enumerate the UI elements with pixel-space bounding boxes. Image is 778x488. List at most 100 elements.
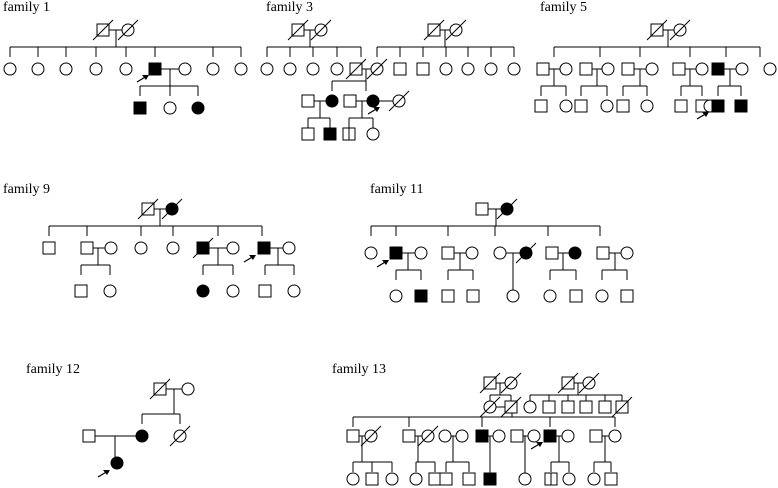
male-symbol: [365, 472, 379, 486]
affected-female-symbol: [191, 101, 205, 115]
family-12-label: family 12: [26, 362, 81, 377]
male-symbol: [393, 62, 407, 76]
male-symbol: [441, 246, 455, 260]
female-symbol: [364, 246, 378, 260]
affected-male-symbol: [323, 127, 337, 141]
affected-male-symbol: [711, 99, 725, 113]
female-symbol: [306, 62, 320, 76]
female-symbol: [455, 429, 469, 443]
proband-arrowhead: [142, 75, 149, 80]
male-symbol: [42, 241, 56, 255]
deceased-slash: [445, 19, 467, 41]
affected-female-symbol: [135, 429, 149, 443]
proband-arrowhead: [702, 112, 709, 117]
deceased-slash: [646, 19, 668, 41]
male-symbol: [579, 62, 593, 76]
female-symbol: [507, 62, 521, 76]
proband-arrowhead: [382, 260, 389, 265]
male-symbol: [545, 246, 559, 260]
affected-male-symbol: [475, 429, 489, 443]
female-symbol: [695, 62, 709, 76]
female-symbol: [234, 62, 248, 76]
female-symbol: [283, 62, 297, 76]
female-symbol: [3, 62, 17, 76]
deceased-slash: [557, 372, 579, 394]
female-symbol: [465, 246, 479, 260]
male-symbol: [441, 289, 455, 303]
deceased-slash: [496, 198, 518, 220]
deceased-slash: [423, 19, 445, 41]
female-symbol: [31, 62, 45, 76]
male-symbol: [82, 429, 96, 443]
family-13-label: family 13: [332, 362, 387, 377]
male-symbol: [561, 400, 575, 414]
male-symbol: [416, 62, 430, 76]
female-symbol: [562, 472, 576, 486]
female-symbol: [608, 429, 622, 443]
female-symbol: [492, 429, 506, 443]
male-symbol: [596, 246, 610, 260]
female-symbol: [438, 429, 452, 443]
male-symbol: [74, 284, 88, 298]
male-symbol: [598, 400, 612, 414]
deceased-slash: [500, 396, 522, 418]
female-symbol: [595, 289, 609, 303]
proband-arrowhead: [373, 107, 380, 112]
female-symbol: [484, 62, 498, 76]
female-symbol: [366, 127, 380, 141]
female-symbol: [620, 246, 634, 260]
male-symbol: [621, 62, 635, 76]
female-symbol: [59, 62, 73, 76]
female-symbol: [439, 62, 453, 76]
male-symbol: [579, 400, 593, 414]
deceased-slash: [360, 425, 382, 447]
female-symbol: [178, 62, 192, 76]
deceased-slash: [310, 19, 332, 41]
male-symbol: [674, 99, 688, 113]
affected-male-symbol: [133, 101, 147, 115]
female-symbol: [640, 99, 654, 113]
female-symbol: [409, 472, 423, 486]
male-symbol: [589, 429, 603, 443]
male-symbol: [343, 94, 357, 108]
family-9-label: family 9: [3, 182, 51, 197]
female-symbol: [282, 241, 296, 255]
affected-female-symbol: [325, 94, 339, 108]
female-symbol: [104, 241, 118, 255]
female-symbol: [763, 62, 777, 76]
female-symbol: [559, 99, 573, 113]
family-11-label: family 11: [370, 182, 424, 197]
male-symbol: [534, 99, 548, 113]
affected-female-symbol: [196, 284, 210, 298]
male-symbol: [475, 202, 489, 216]
female-symbol: [163, 101, 177, 115]
affected-female-symbol: [366, 94, 380, 108]
female-symbol: [461, 62, 475, 76]
female-symbol: [561, 429, 575, 443]
female-symbol: [523, 400, 537, 414]
male-symbol: [258, 284, 272, 298]
deceased-slash: [92, 19, 114, 41]
deceased-slash: [500, 372, 522, 394]
female-symbol: [506, 289, 520, 303]
affected-male-symbol: [543, 429, 557, 443]
deceased-slash: [137, 198, 159, 220]
male-symbol: [346, 429, 360, 443]
deceased-slash: [345, 58, 367, 80]
deceased-slash: [417, 425, 439, 447]
female-symbol: [559, 62, 573, 76]
female-symbol: [330, 62, 344, 76]
male-symbol: [536, 62, 550, 76]
female-symbol: [735, 62, 749, 76]
male-symbol: [542, 400, 556, 414]
female-symbol: [119, 62, 133, 76]
female-symbol: [645, 62, 659, 76]
male-symbol: [672, 62, 686, 76]
female-symbol: [287, 284, 301, 298]
affected-male-symbol: [389, 246, 403, 260]
male-symbol: [616, 99, 630, 113]
deceased-slash: [192, 237, 214, 259]
deceased-slash: [149, 378, 171, 400]
affected-male-symbol: [257, 241, 271, 255]
affected-male-symbol: [734, 99, 748, 113]
